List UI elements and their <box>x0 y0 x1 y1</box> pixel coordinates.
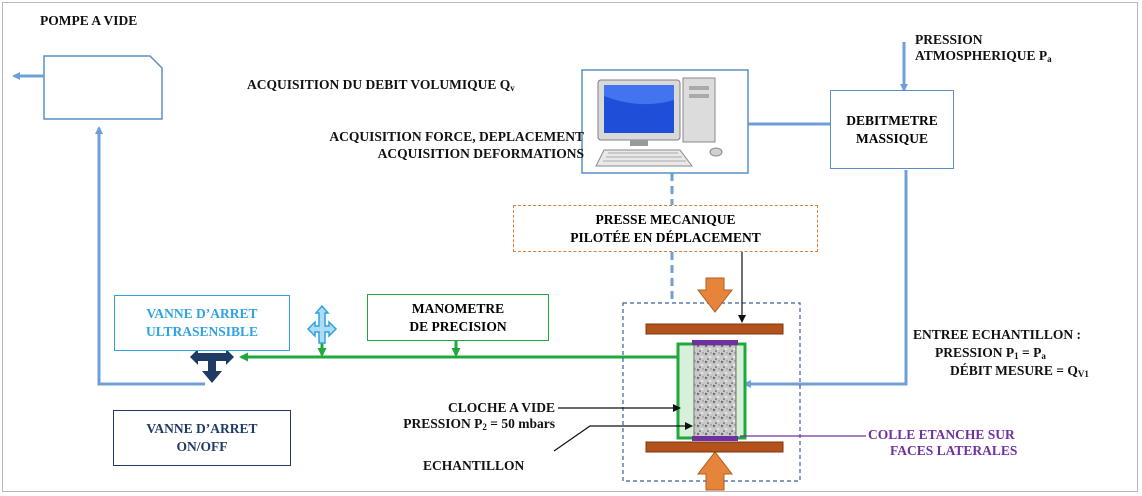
press-label-2: PILOTÉE EN DÉPLACEMENT <box>570 229 761 245</box>
onoff-valve-label-1: VANNE D’ARRET <box>146 421 258 436</box>
inlet-pressure-rest: = P <box>1018 345 1042 360</box>
pump-return-pipe <box>95 126 205 386</box>
flowmeter-label-2: MASSIQUE <box>855 130 928 146</box>
seal-bottom <box>692 436 738 441</box>
inlet-flow-sub: V1 <box>1077 369 1089 379</box>
ultrasensitive-valve-box: VANNE D’ARRET ULTRASENSIBLE <box>114 295 290 351</box>
computer-icon <box>581 69 749 174</box>
bell-pressure-sub: 2 <box>482 422 487 432</box>
onoff-valve-label-2: ON/OFF <box>176 439 228 454</box>
ultrasensitive-valve-label-1: VANNE D’ARRET <box>146 306 258 321</box>
manometer-box: MANOMETRE DE PRECISION <box>367 294 549 341</box>
bell-pressure-text: PRESSION P <box>403 416 483 431</box>
inlet-label-1: ENTREE ECHANTILLON : <box>913 327 1082 342</box>
load-arrow-bottom <box>696 451 734 491</box>
atm-pressure-label-2: ATMOSPHERIQUE Pa <box>915 48 1052 67</box>
acq-debit-sub: v <box>510 83 515 93</box>
inlet-pressure-sub2: a <box>1041 351 1046 361</box>
manometer-label-1: MANOMETRE <box>411 300 505 316</box>
inlet-flow-text: DÉBIT MESURE = Q <box>950 363 1078 378</box>
flowmeter-sample-pipe <box>743 170 908 388</box>
atm-pressure-sub: a <box>1047 54 1052 64</box>
acq-debit-text: ACQUISITION DU DEBIT VOLUMIQUE Q <box>247 77 511 92</box>
ultrasensitive-valve-icon <box>306 304 338 344</box>
vacuum-bell-label-2: PRESSION P2 = 50 mbars <box>403 416 555 435</box>
vacuum-pump-shape <box>43 55 163 120</box>
load-arrow-top <box>696 277 734 313</box>
sample-specimen <box>693 344 737 438</box>
atm-pressure-label-1: PRESSION <box>915 32 983 47</box>
ultrasensitive-valve-label-2: ULTRASENSIBLE <box>145 324 259 339</box>
onoff-valve-box: VANNE D’ARRET ON/OFF <box>113 410 291 466</box>
sample-label: ECHANTILLON <box>423 458 525 473</box>
flowmeter-box: DEBITMETRE MASSIQUE <box>830 90 954 169</box>
acq-debit-label: ACQUISITION DU DEBIT VOLUMIQUE Qv <box>247 77 515 96</box>
acq-force-label: ACQUISITION FORCE, DEPLACEMENT <box>329 129 584 144</box>
seal-label-1: COLLE ETANCHE SUR <box>868 427 1015 442</box>
onoff-valve-icon <box>190 349 234 383</box>
inlet-label-3: DÉBIT MESURE = QV1 <box>950 363 1089 382</box>
press-box: PRESSE MECANIQUE PILOTÉE EN DÉPLACEMENT <box>513 205 818 252</box>
bell-pressure-rest: = 50 mbars <box>486 416 555 431</box>
inlet-label-2: PRESSION P1 = Pa <box>935 345 1046 364</box>
upper-plate <box>645 323 784 335</box>
seal-label-2: FACES LATERALES <box>890 443 1018 458</box>
sample-callout-arrow <box>553 422 693 452</box>
lower-plate <box>645 441 784 453</box>
flowmeter-label-1: DEBITMETRE <box>846 112 938 128</box>
acq-deform-label: ACQUISITION DEFORMATIONS <box>377 146 584 161</box>
seal-top <box>692 340 738 345</box>
inlet-pressure-sub: 1 <box>1014 351 1019 361</box>
vacuum-pump-label: POMPE A VIDE <box>40 13 138 28</box>
inlet-pressure-text: PRESSION P <box>935 345 1015 360</box>
vacuum-bell-label-1: CLOCHE A VIDE <box>447 400 555 415</box>
atm-pressure-text: ATMOSPHERIQUE P <box>915 48 1048 63</box>
manometer-label-2: DE PRECISION <box>409 318 507 334</box>
press-label-1: PRESSE MECANIQUE <box>595 211 736 227</box>
